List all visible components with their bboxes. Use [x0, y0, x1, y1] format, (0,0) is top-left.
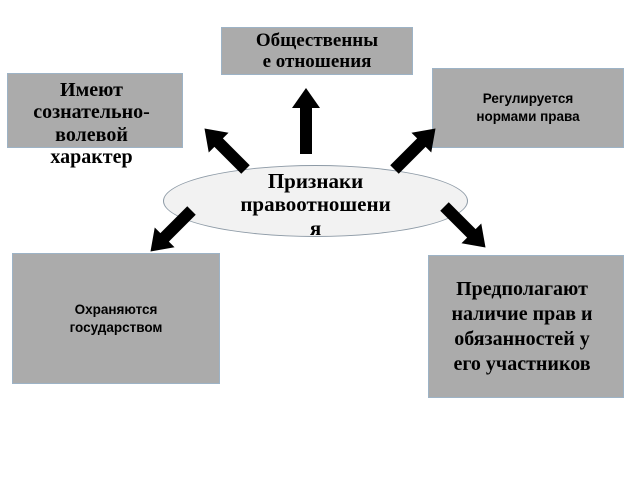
node-box-ohranyayutsya-gosudarstvom[interactable]: Охраняются государством — [12, 253, 220, 384]
center-node-label: Признаки правоотношени я — [240, 168, 391, 240]
node-label: Имеют сознательно- волевой характер — [33, 78, 150, 168]
node-box-reguliruetsya-normami-prava[interactable]: Регулируется нормами права — [432, 68, 624, 148]
center-node-priznaki-pravootnosheniya[interactable]: Признаки правоотношени я — [163, 165, 468, 239]
node-box-obshchestvennye-otnosheniya[interactable]: Общественны е отношения — [221, 27, 413, 75]
node-box-imeyut-soznatelno-volevoy-harakter[interactable]: Имеют сознательно- волевой характер — [7, 73, 183, 168]
arrow-up-to-obshchestvennye-otnosheniya — [292, 88, 320, 154]
node-label: Предполагают наличие прав и обязанностей… — [451, 277, 593, 375]
node-label: Охраняются государством — [69, 301, 163, 335]
node-label: Регулируется нормами права — [476, 91, 580, 124]
node-box-predpolagayut-nalichie-prav[interactable]: Предполагают наличие прав и обязанностей… — [428, 255, 624, 398]
node-label: Общественны е отношения — [255, 29, 379, 72]
